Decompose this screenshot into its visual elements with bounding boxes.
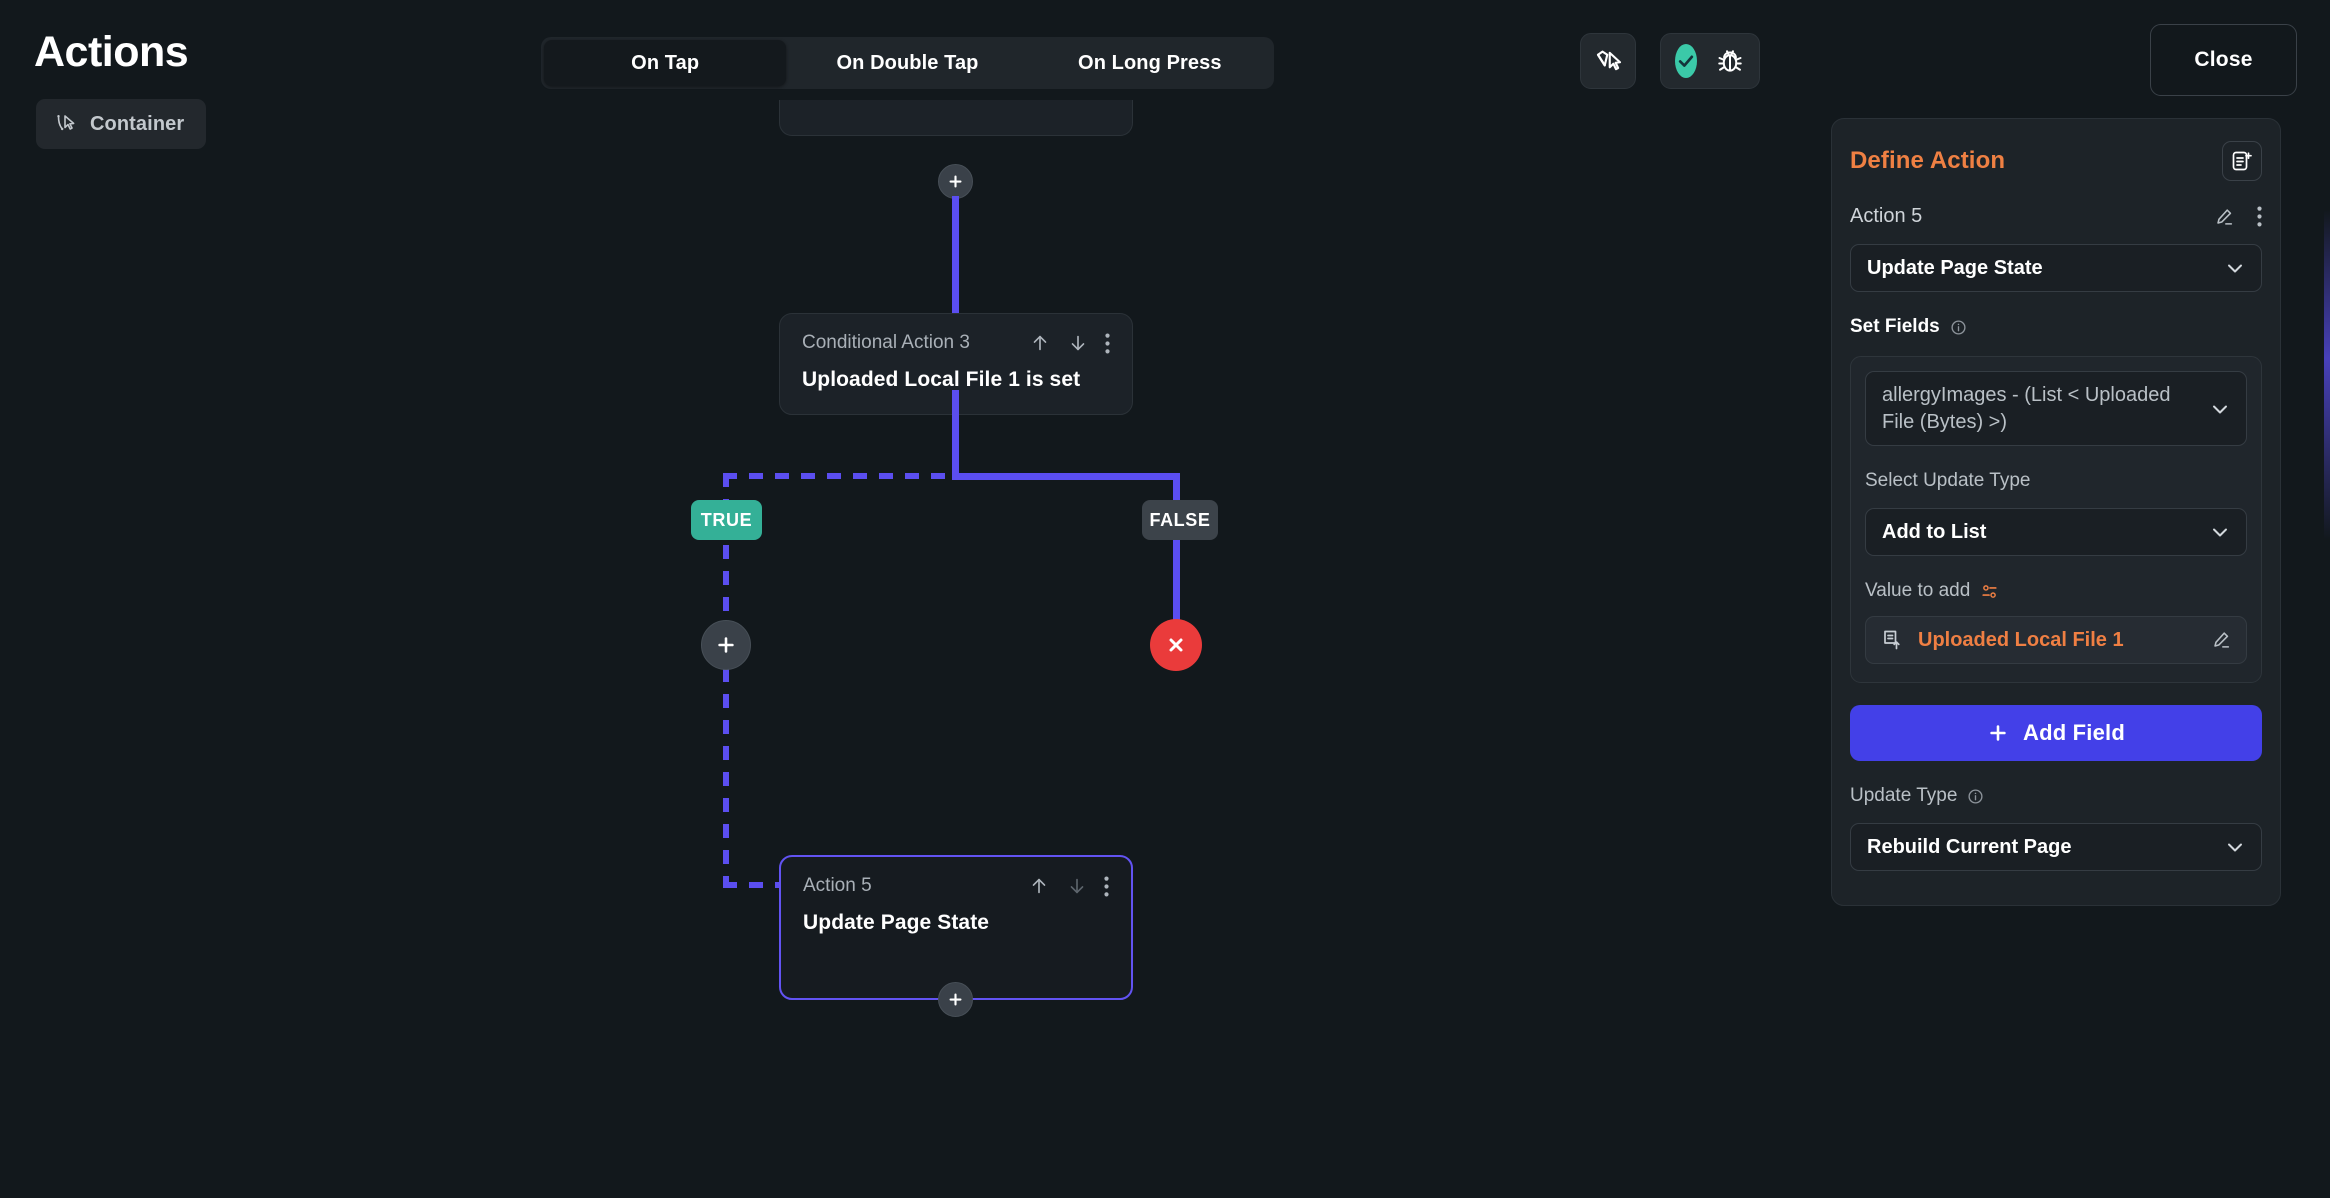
edge-split-right [952, 473, 1180, 480]
tab-on-long-press[interactable]: On Long Press [1078, 51, 1222, 74]
move-down-icon[interactable] [1067, 332, 1089, 354]
add-field-button[interactable]: Add Field [1850, 705, 2262, 762]
more-options-icon[interactable] [1104, 876, 1109, 897]
chevron-down-icon [2208, 520, 2232, 544]
container-chip[interactable]: Container [36, 99, 207, 149]
node-subtitle: Action 5 [803, 875, 872, 896]
info-icon[interactable] [1967, 788, 1984, 805]
edge-split-left-dashed [723, 473, 959, 479]
chevron-down-icon [2223, 256, 2247, 280]
plus-icon [1987, 722, 2009, 744]
cursor-pointer-icon [53, 112, 77, 136]
update-type-value: Add to List [1882, 520, 1987, 543]
bug-icon[interactable] [1715, 46, 1745, 76]
add-action-button-true-branch[interactable] [701, 620, 751, 670]
right-edge-glow [2324, 210, 2330, 540]
top-bar: Actions Container On Tap On Double Tap O… [0, 0, 2330, 170]
panel-header: Define Action [1850, 141, 2262, 181]
tab-on-tap[interactable]: On Tap [544, 40, 787, 86]
edit-pencil-icon[interactable] [2213, 206, 2235, 228]
node-partial-above[interactable] [779, 100, 1133, 136]
bottom-update-type-label: Update Type [1850, 785, 1958, 807]
gem-cursor-button[interactable] [1580, 33, 1636, 89]
edge-into-action5-dashed [723, 882, 783, 888]
bottom-update-type-label-row: Update Type [1850, 785, 2262, 807]
select-update-type-label: Select Update Type [1865, 470, 2031, 492]
rebuild-page-select[interactable]: Rebuild Current Page [1850, 823, 2262, 872]
check-circle-icon[interactable] [1675, 44, 1697, 78]
edge-true-to-action5-dashed [723, 668, 729, 885]
action-flow-canvas[interactable]: Conditional Action 3 Uploaded Local File… [0, 0, 1826, 1198]
field-name-value: allergyImages - (List < Uploaded File (B… [1882, 384, 2171, 433]
node-subtitle: Conditional Action 3 [802, 332, 970, 353]
select-update-type-label-row: Select Update Type [1865, 470, 2247, 492]
update-type-select[interactable]: Add to List [1865, 508, 2247, 557]
validate-debug-group [1660, 33, 1760, 89]
action-name-row: Action 5 [1850, 205, 2262, 228]
more-options-icon[interactable] [2257, 206, 2262, 227]
event-tabs: On Tap On Double Tap On Long Press [541, 37, 1274, 89]
action-type-value: Update Page State [1867, 256, 2043, 279]
branch-badge-false[interactable]: FALSE [1142, 500, 1218, 540]
action-type-select[interactable]: Update Page State [1850, 244, 2262, 292]
value-to-add-label-row: Value to add [1865, 580, 2247, 602]
node-action-5[interactable]: Action 5 Update Page State [779, 855, 1133, 1000]
set-fields-card: allergyImages - (List < Uploaded File (B… [1850, 356, 2262, 684]
add-action-button-after-action5[interactable] [938, 982, 973, 1017]
rebuild-page-value: Rebuild Current Page [1867, 835, 2072, 858]
set-fields-label: Set Fields [1850, 316, 1940, 337]
edit-pencil-icon[interactable] [2210, 629, 2232, 651]
panel-title: Define Action [1850, 147, 2006, 174]
more-options-icon[interactable] [1105, 333, 1110, 354]
add-field-label: Add Field [2022, 720, 2125, 746]
info-icon[interactable] [1950, 319, 1967, 336]
gem-cursor-icon [1593, 46, 1623, 76]
file-upload-icon [1880, 628, 1904, 652]
add-document-icon[interactable] [2222, 141, 2262, 181]
value-to-add-value: Uploaded Local File 1 [1918, 628, 2124, 651]
add-action-button-top[interactable] [938, 164, 973, 199]
edge-top-to-conditional [952, 196, 959, 315]
chevron-down-icon [2223, 835, 2247, 859]
field-name-select[interactable]: allergyImages - (List < Uploaded File (B… [1865, 371, 2247, 447]
branch-badge-true[interactable]: TRUE [691, 500, 762, 540]
move-up-icon[interactable] [1028, 875, 1050, 897]
node-title: Uploaded Local File 1 is set [802, 368, 1081, 391]
value-to-add-label: Value to add [1865, 580, 1971, 602]
close-button[interactable]: Close [2150, 24, 2297, 96]
chevron-down-icon [2208, 397, 2232, 421]
move-up-icon[interactable] [1029, 332, 1051, 354]
edge-true-to-plus-dashed [723, 545, 729, 635]
node-action-icons [1029, 332, 1110, 354]
move-down-icon[interactable] [1066, 875, 1088, 897]
stop-action-button[interactable] [1150, 619, 1202, 671]
value-to-add-chip[interactable]: Uploaded Local File 1 [1865, 616, 2247, 665]
container-chip-label: Container [90, 112, 185, 135]
node-title: Update Page State [803, 911, 990, 934]
node-action-icons [1028, 875, 1109, 897]
define-action-panel: Define Action Action 5 Update Page State [1831, 118, 2281, 906]
action-name: Action 5 [1850, 205, 1923, 227]
edge-false-to-stop [1173, 545, 1180, 645]
node-header: Conditional Action 3 [802, 332, 1110, 354]
node-header: Action 5 [803, 875, 1109, 897]
action-row-icons [2213, 206, 2262, 228]
page-title: Actions [34, 28, 189, 76]
tab-on-double-tap[interactable]: On Double Tap [836, 51, 979, 74]
edge-conditional-down [952, 390, 959, 476]
set-fields-label-row: Set Fields [1850, 316, 2262, 338]
settings-sliders-icon[interactable] [1980, 582, 1999, 601]
